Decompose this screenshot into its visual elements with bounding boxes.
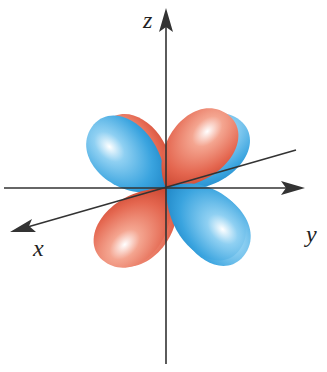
axis-label: y	[306, 222, 317, 246]
arrowhead	[281, 181, 305, 195]
orbital-lobe	[148, 162, 260, 274]
y-axis	[4, 187, 292, 189]
arrowhead	[159, 8, 173, 32]
axis-label: z	[143, 8, 152, 32]
arrowheads	[10, 8, 305, 232]
axes	[4, 24, 296, 364]
z-axis	[165, 24, 167, 364]
x-axis	[24, 150, 296, 228]
arrowhead	[10, 219, 36, 232]
axis-label: x	[33, 236, 44, 260]
